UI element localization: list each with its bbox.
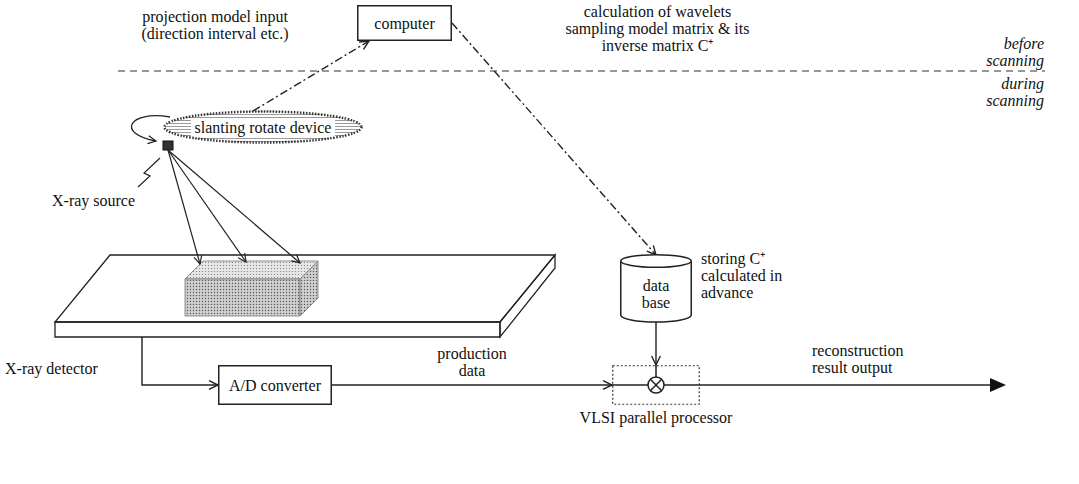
phase-label: during scanning — [972, 75, 1044, 109]
processor-box: VLSI parallel processor — [612, 365, 700, 405]
edge-label: production data — [432, 345, 512, 379]
connector-line — [253, 41, 369, 111]
xray-beam — [168, 150, 300, 263]
arrow-head — [647, 245, 656, 255]
connector-arrow — [332, 381, 612, 390]
output-note: reconstruction result output — [812, 342, 934, 376]
rotate-device-ellipse: slanting rotate device — [163, 110, 363, 144]
wire — [655, 365, 657, 377]
xray-beam — [168, 150, 200, 264]
object-top — [185, 261, 318, 279]
detector-plate: X-ray detector — [55, 255, 555, 337]
box-border — [219, 366, 332, 405]
box-border — [358, 6, 452, 41]
storage-note: storing C⁺ calculated in advance — [701, 250, 803, 301]
output-line — [700, 384, 992, 386]
node-text: VLSI parallel processor — [580, 409, 733, 426]
plate-front — [55, 322, 500, 337]
arrow-head — [209, 381, 218, 390]
connector-line — [332, 384, 612, 385]
process-box: computer — [357, 5, 452, 41]
input-note: projection model input (direction interv… — [110, 8, 320, 42]
connector-line — [655, 322, 656, 365]
object-side — [300, 261, 318, 316]
arrow-head — [603, 381, 612, 390]
ellipse-outline — [165, 112, 362, 143]
connector-arrow — [652, 322, 661, 365]
plate-side — [500, 255, 555, 337]
arrow-head — [652, 356, 661, 365]
source-leader — [138, 158, 160, 187]
phase-label: before scanning — [972, 35, 1044, 69]
process-note: calculation of wavelets sampling model m… — [555, 3, 760, 54]
cylinder-body — [621, 261, 692, 322]
node-text: data base — [632, 277, 680, 311]
connector-arrow — [452, 23, 656, 255]
node-text: slanting rotate device — [191, 119, 336, 136]
dotted-border — [613, 366, 700, 405]
multiplier-symbol — [648, 377, 664, 393]
output-arrow-head — [990, 378, 1006, 392]
part-name: X-ray source — [52, 192, 162, 209]
connector-line — [142, 337, 218, 385]
cylinder-top — [621, 255, 692, 268]
node-outline — [612, 365, 700, 405]
multiplier-cross — [650, 379, 661, 390]
process-box: A/D converter — [218, 365, 332, 405]
connector-arrow — [142, 337, 218, 389]
object-front — [185, 279, 300, 316]
phase-divider — [118, 70, 1045, 71]
node-text: X-ray detector — [5, 360, 98, 377]
wire — [612, 384, 648, 386]
xray-source-symbol — [163, 141, 173, 150]
node-text: A/D converter — [229, 377, 321, 394]
wire — [664, 384, 700, 386]
node-outline — [55, 255, 555, 337]
database-cylinder: data base — [620, 254, 692, 322]
connector-arrow — [253, 41, 369, 111]
connector-line — [452, 23, 656, 255]
multiplier-cross — [650, 379, 661, 390]
arrow-head — [359, 41, 369, 49]
plate-top — [55, 255, 555, 322]
node-text: computer — [374, 15, 434, 32]
